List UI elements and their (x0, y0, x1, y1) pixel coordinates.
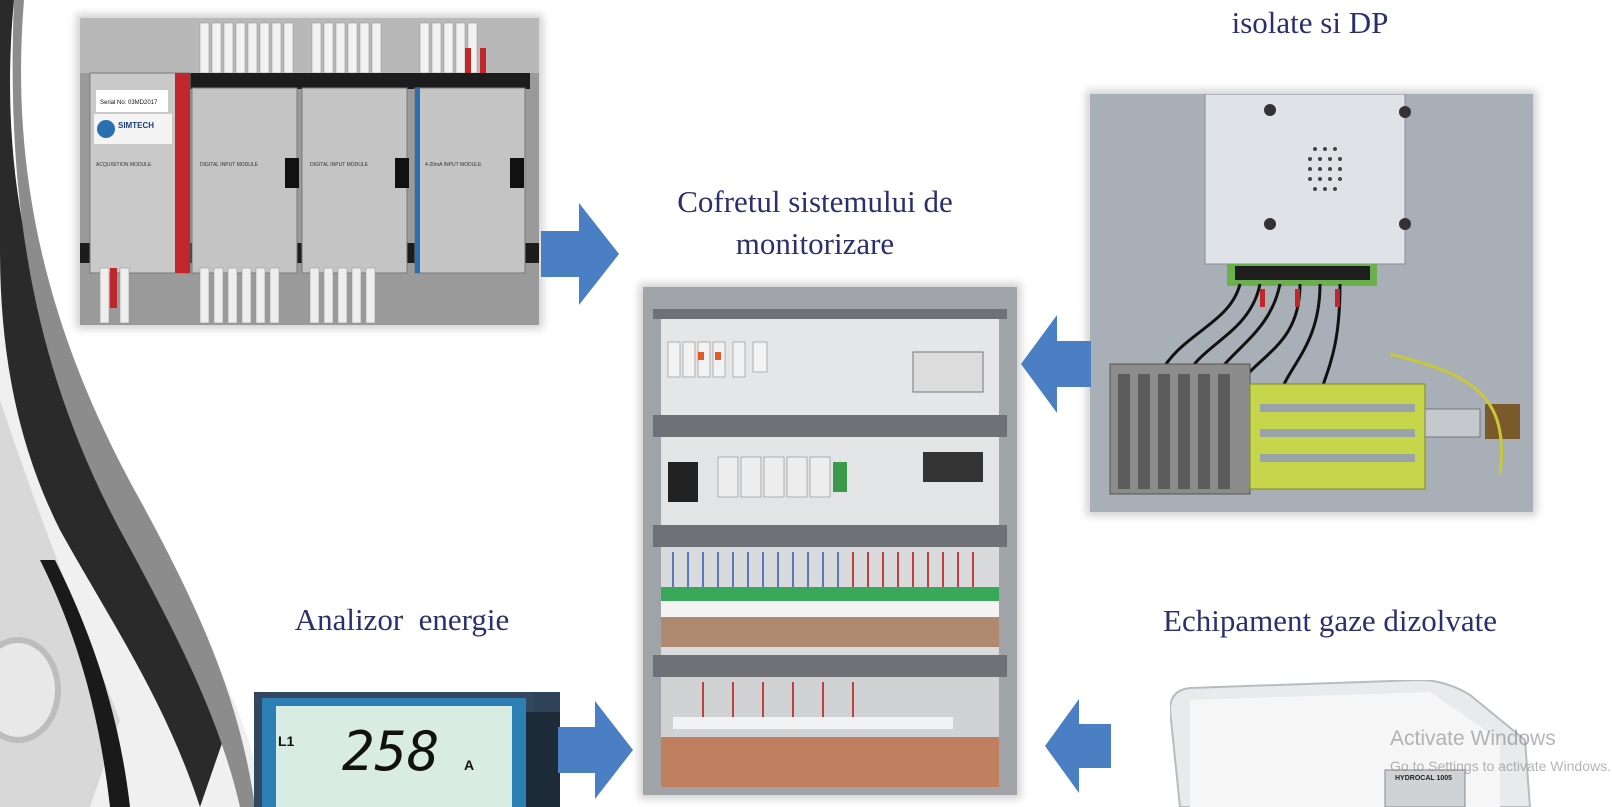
activate-windows-subtitle: Go to Settings to activate Windows. (1390, 758, 1611, 774)
module-acq-label: ACQUISITION MODULE (96, 162, 152, 168)
caption-energy-analyzer: Analizor energie (294, 602, 510, 637)
caption-monitoring-cabinet: Cofretul sistemului de monitorizare (677, 184, 953, 261)
photo-monitoring-cabinet (643, 287, 1017, 795)
meter-unit: A (464, 757, 474, 773)
gas-model-label: HYDROCAL 1005 (1395, 775, 1452, 782)
meter-value: 258 (342, 720, 440, 783)
brand-text: SIMTECH (118, 121, 154, 130)
photo-dp-sensor-box (1090, 94, 1533, 512)
caption-dp-sensors: isolate si DP (1231, 5, 1389, 40)
arrow-left-icon (1021, 315, 1091, 413)
arrow-right-icon (558, 701, 633, 799)
photo-acquisition-modules: Serial No: 03MD2017 SIMTECH ACQUISITION … (80, 18, 539, 325)
meter-line-label: L1 (278, 733, 295, 749)
module-din1-label: DIGITAL INPUT MODULE (200, 162, 259, 168)
module-din2-label: DIGITAL INPUT MODULE (310, 162, 369, 168)
decorative-swoosh (0, 0, 265, 807)
photo-energy-analyzer: L1 258 A (254, 692, 560, 807)
arrow-right-icon (541, 203, 619, 305)
photo-dissolved-gas-equipment: HYDROCAL 1005 (1170, 680, 1535, 807)
serial-number-text: Serial No: 03MD2017 (100, 100, 158, 106)
caption-dissolved-gas-equipment: Echipament gaze dizolvate (1163, 603, 1497, 638)
arrow-left-icon (1045, 699, 1111, 793)
module-ma-label: 4-20mA INPUT MODULE (425, 162, 482, 168)
activate-windows-title: Activate Windows (1390, 727, 1556, 750)
